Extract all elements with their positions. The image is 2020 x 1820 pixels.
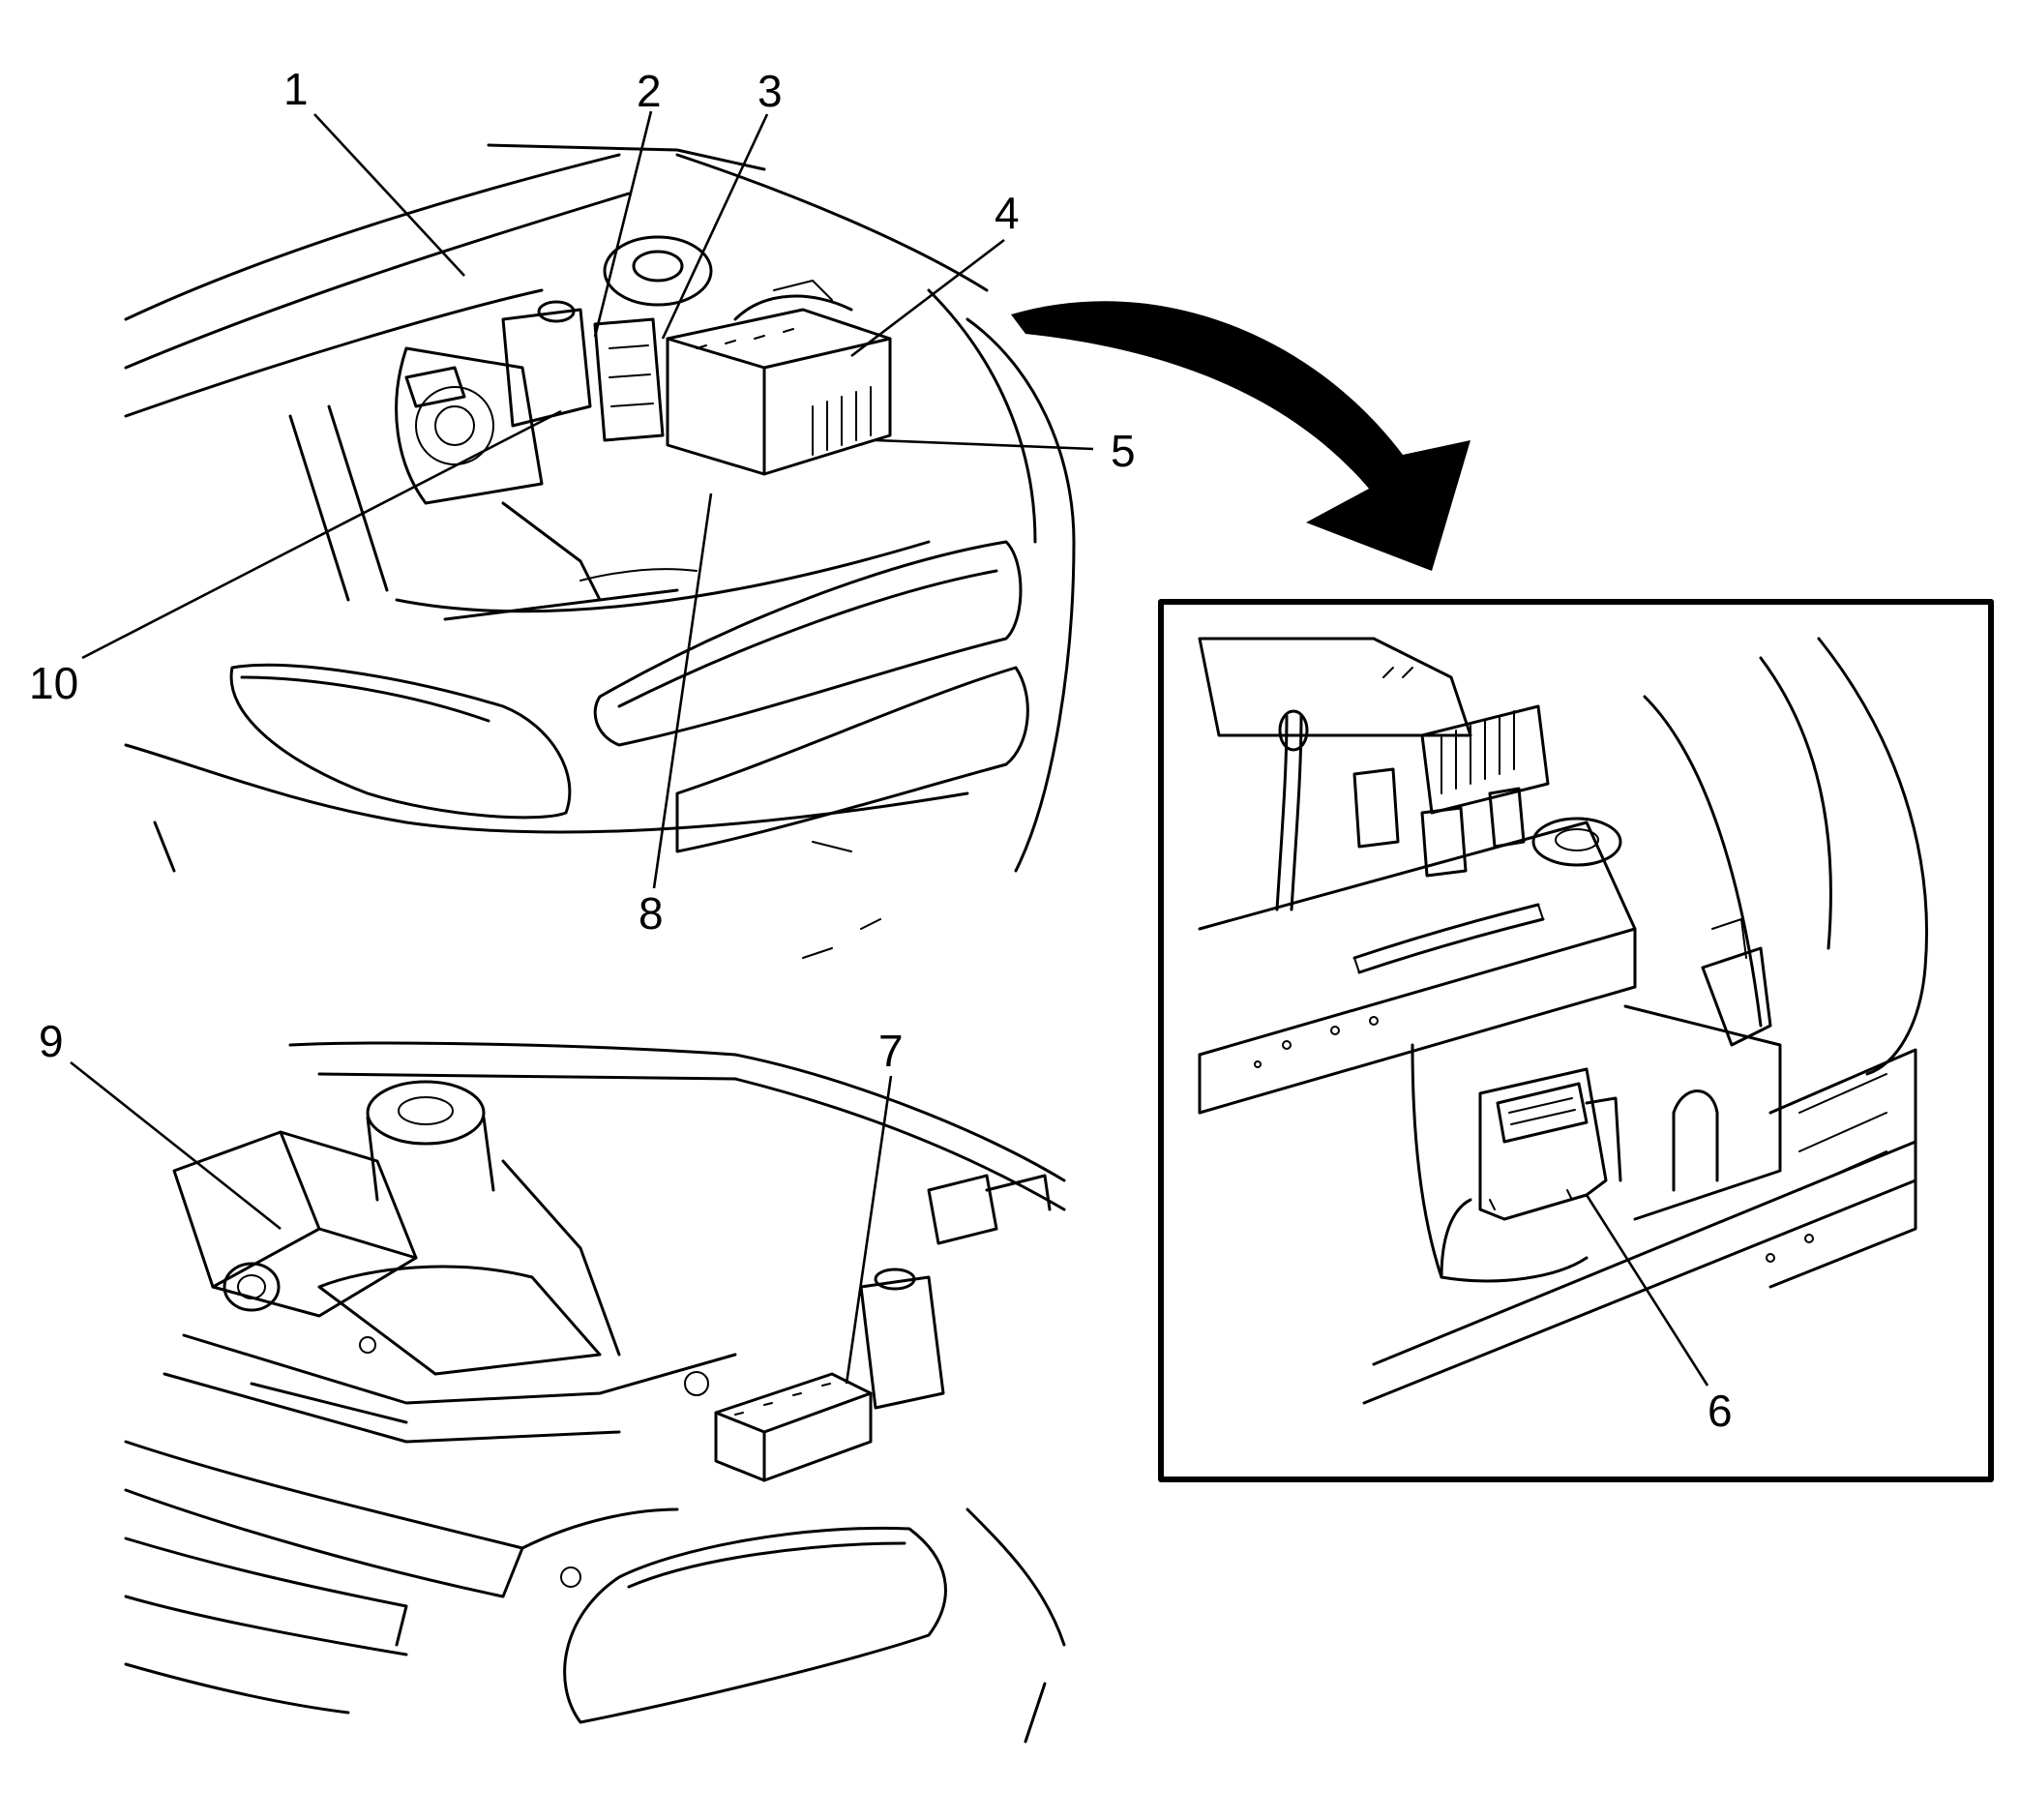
inset-detail-view xyxy=(1158,599,1994,1482)
leader-lines xyxy=(70,110,1709,1387)
engine-bay-front-view xyxy=(124,143,1076,959)
callout-9: 9 xyxy=(39,1016,64,1066)
curved-arrow-icon xyxy=(1011,301,1470,571)
leader-5 xyxy=(875,438,1094,451)
callout-8: 8 xyxy=(639,888,664,939)
callout-7: 7 xyxy=(878,1026,904,1076)
callout-2: 2 xyxy=(637,66,662,116)
leader-10 xyxy=(81,409,562,660)
leader-4 xyxy=(850,238,1005,358)
callout-1: 1 xyxy=(283,64,309,114)
callout-10: 10 xyxy=(29,658,78,708)
callout-5: 5 xyxy=(1111,426,1136,476)
leader-6 xyxy=(1585,1194,1709,1387)
leader-3 xyxy=(661,113,769,340)
callout-6: 6 xyxy=(1708,1386,1733,1436)
callout-labels: 1 2 3 4 5 6 7 8 9 10 xyxy=(29,64,1733,1436)
callout-3: 3 xyxy=(758,66,783,116)
leader-7 xyxy=(845,1075,893,1385)
engine-bay-side-view xyxy=(124,1041,1066,1744)
leader-2 xyxy=(593,110,653,338)
leader-9 xyxy=(70,1060,282,1231)
leader-8 xyxy=(652,492,713,889)
callout-4: 4 xyxy=(995,188,1020,238)
inset-frame xyxy=(1158,599,1994,1482)
leader-1 xyxy=(313,113,465,277)
